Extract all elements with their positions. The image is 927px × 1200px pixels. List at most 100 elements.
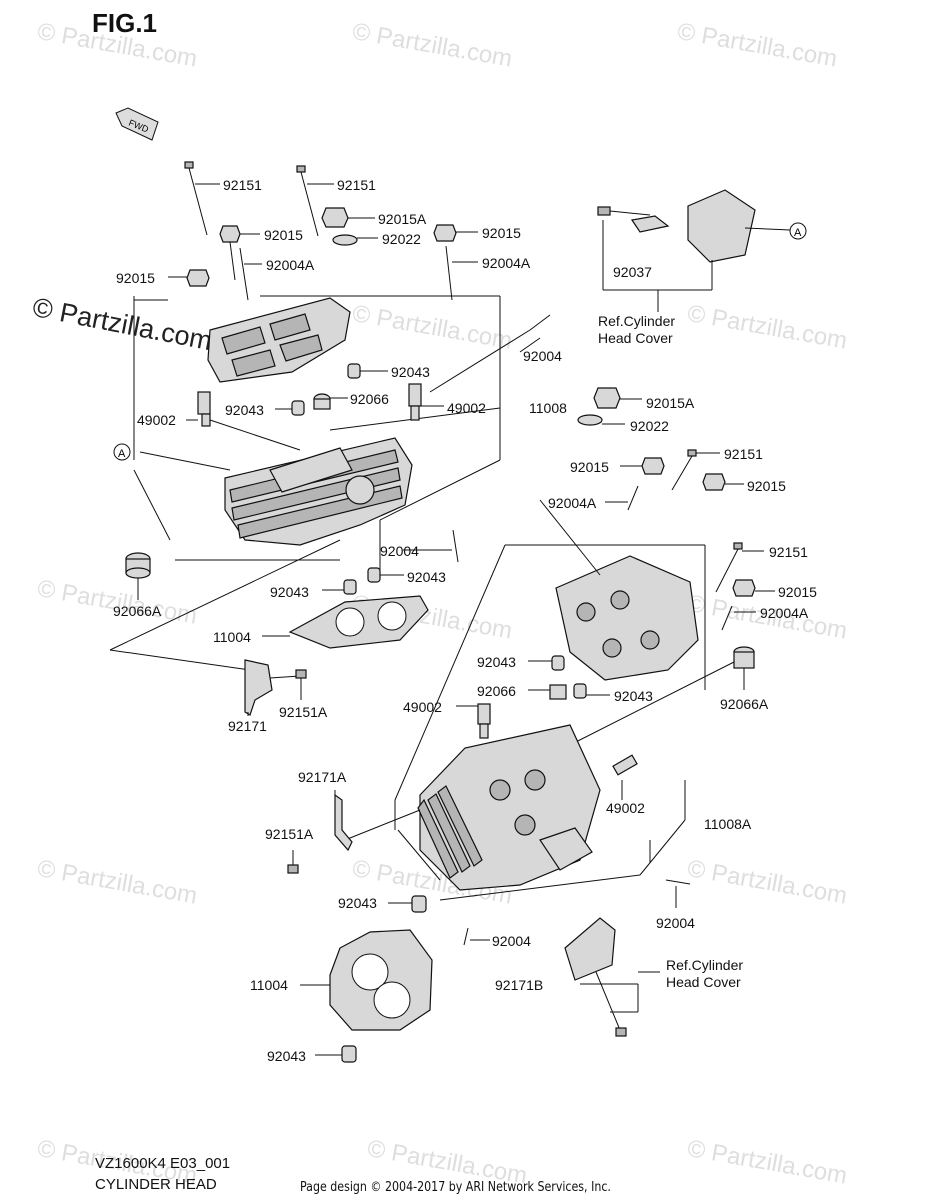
plug-92066A-left [125, 552, 151, 600]
stud-92004-front [403, 529, 459, 563]
part-label[interactable]: 92022 [630, 418, 669, 434]
bolt-92151A-rear [287, 850, 299, 874]
guide-49002-right [408, 383, 444, 421]
part-label[interactable]: 92066 [350, 391, 389, 407]
bolt-92151-left [184, 161, 220, 236]
part-label[interactable]: 11008A [704, 816, 752, 832]
guide-49002-left [186, 391, 301, 451]
dowel-92043-d [322, 579, 357, 595]
part-label[interactable]: 92043 [477, 654, 516, 670]
figure-code: VZ1600K4 E03_001 [95, 1155, 231, 1172]
nut-92015-rear-b [702, 473, 744, 491]
part-label[interactable]: 11004 [250, 977, 288, 993]
stud-92004A-left [239, 247, 262, 301]
bolt-92151-rear-a [671, 449, 720, 491]
ref-cylinder-head-cover-2: Ref.Cylinder Head Cover [666, 957, 744, 990]
figure-title: FIG.1 [92, 8, 158, 38]
rear-rocker-holder [539, 499, 699, 681]
nut-92015-rear-a [620, 457, 665, 475]
part-label[interactable]: 92171B [495, 977, 544, 993]
part-label[interactable]: 11004 [213, 629, 251, 645]
front-cylinder-head [139, 437, 413, 546]
nut-92015-c [168, 269, 210, 287]
stud-92004A-rear-a [605, 485, 639, 511]
part-label[interactable]: 92004 [380, 543, 419, 559]
bolt-92151-right [296, 165, 334, 237]
washer-92022-rear [577, 414, 625, 426]
bracket-92171A [334, 790, 353, 852]
part-label[interactable]: 92015 [482, 225, 521, 241]
part-label[interactable]: 92004A [548, 495, 597, 511]
dowel-92043-rear-b [573, 683, 610, 699]
part-label[interactable]: 92043 [614, 688, 653, 704]
part-label[interactable]: 92037 [613, 264, 652, 280]
part-label[interactable]: 92015 [570, 459, 609, 475]
dowel-92043-rear-c [388, 895, 427, 913]
part-label[interactable]: 92004 [523, 348, 562, 364]
figure-name: CYLINDER HEAD [95, 1176, 217, 1193]
stud-92004A-rear-b [721, 605, 756, 631]
plug-92066A-right [559, 646, 755, 751]
nut-92015-b [433, 224, 478, 242]
part-label[interactable]: 92015 [747, 478, 786, 494]
guide-49002-rear-b [612, 754, 638, 800]
head-cover-group-top [597, 189, 791, 312]
dowel-92043-rear-a [528, 655, 565, 671]
part-label[interactable]: 49002 [403, 699, 442, 715]
part-label[interactable]: 92151 [223, 177, 262, 193]
part-label[interactable]: 92151 [724, 446, 763, 462]
part-label[interactable]: 92004A [760, 605, 809, 621]
circle-a-callout: A [118, 448, 126, 460]
part-label[interactable]: 11008 [529, 400, 567, 416]
gasket-11004-rear [300, 929, 433, 1031]
bolt-92151A-left [295, 669, 307, 700]
head-cover-group-bottom [564, 917, 660, 1037]
part-label[interactable]: 92015 [116, 270, 155, 286]
washer-92022 [332, 234, 378, 246]
part-label[interactable]: 92015 [778, 584, 817, 600]
nut-92015A [321, 207, 375, 228]
part-label[interactable]: 92171 [228, 718, 267, 734]
part-label[interactable]: 92004 [656, 915, 695, 931]
page-credit: Page design © 2004-2017 by ARI Network S… [300, 1180, 611, 1195]
part-label[interactable]: 92004A [266, 257, 315, 273]
part-label[interactable]: 92004A [482, 255, 531, 271]
part-label[interactable]: 49002 [447, 400, 486, 416]
part-label[interactable]: 92015 [264, 227, 303, 243]
part-label[interactable]: 92066 [477, 683, 516, 699]
dowel-92043-rear-d [315, 1045, 357, 1063]
part-label[interactable]: 92151 [769, 544, 808, 560]
nut-92015-a [219, 225, 260, 281]
part-label[interactable]: 92151A [265, 826, 314, 842]
part-label[interactable]: 92066A [113, 603, 162, 619]
stud-92004-upper [429, 314, 551, 393]
part-label[interactable]: 92151A [279, 704, 328, 720]
part-label[interactable]: 92043 [407, 569, 446, 585]
part-label[interactable]: 49002 [606, 800, 645, 816]
seal-92066-rear [528, 684, 567, 700]
part-label[interactable]: 92022 [382, 231, 421, 247]
part-label[interactable]: 92151 [337, 177, 376, 193]
rocker-holder [207, 297, 351, 383]
guide-49002-rear-a [456, 703, 491, 739]
part-label[interactable]: 92043 [391, 364, 430, 380]
stud-92004-rear-a [463, 927, 490, 946]
part-label[interactable]: 92066A [720, 696, 769, 712]
nut-92015-rear-c [732, 579, 775, 597]
part-label[interactable]: 92043 [225, 402, 264, 418]
part-label[interactable]: 92043 [267, 1048, 306, 1064]
part-label[interactable]: 92043 [270, 584, 309, 600]
dowel-92043-a [347, 363, 388, 379]
part-label[interactable]: 92015A [378, 211, 427, 227]
part-label[interactable]: 92043 [338, 895, 377, 911]
part-label[interactable]: 92015A [646, 395, 695, 411]
bolt-92151-rear-b [715, 542, 764, 593]
rear-cylinder-head [344, 724, 601, 891]
nut-92015A-rear [593, 387, 642, 409]
forward-arrow-icon: FWD [115, 107, 159, 141]
part-label[interactable]: 92004 [492, 933, 531, 949]
part-label[interactable]: 49002 [137, 412, 176, 428]
circle-a-callout-2: A [794, 227, 802, 239]
part-label[interactable]: 92171A [298, 769, 347, 785]
